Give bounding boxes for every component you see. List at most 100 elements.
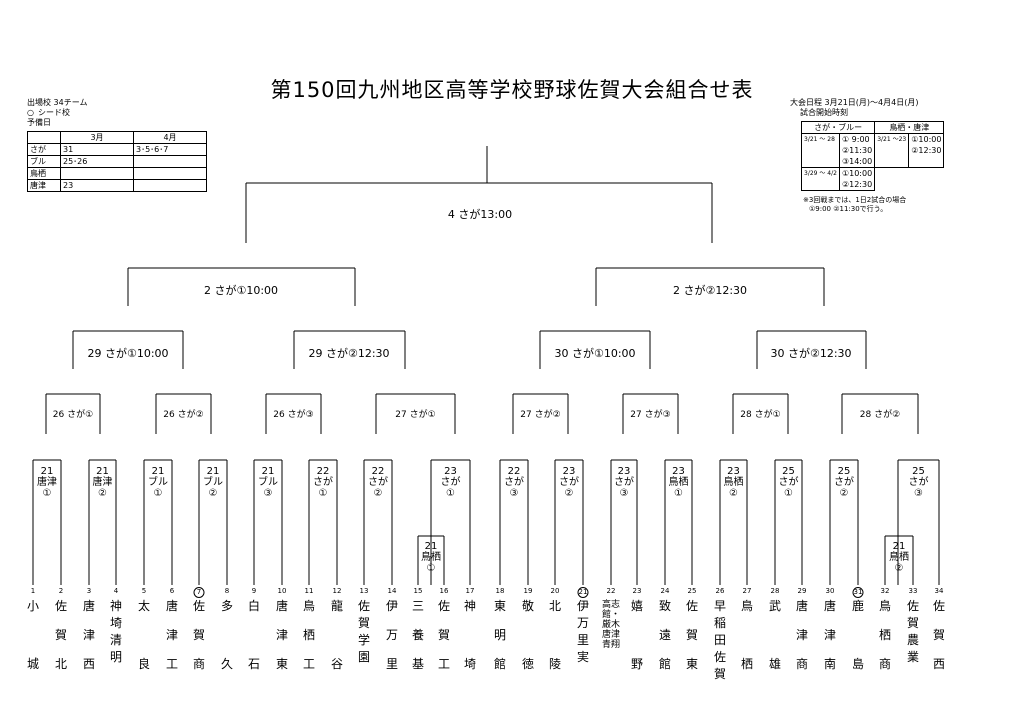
- cell: 唐津: [27, 179, 61, 192]
- team-number: 24: [660, 587, 670, 595]
- round2-label-part: 25: [837, 466, 851, 477]
- team-number: 8: [224, 587, 230, 595]
- quarter-label: 30 さが①10:00: [554, 347, 636, 360]
- team-name: 神埼: [463, 599, 476, 671]
- cell: [60, 167, 134, 180]
- cell: 4月: [133, 131, 207, 144]
- round1-label-part: 鳥栖: [421, 552, 441, 563]
- quarter-label: 29 さが②12:30: [308, 347, 390, 360]
- round2-label-part: 22: [371, 466, 385, 477]
- round2-label-part: ①: [674, 488, 683, 499]
- round2-label-part: さが: [908, 477, 929, 488]
- seed-team-number: 7: [193, 587, 205, 598]
- round2-label-part: 21: [261, 466, 275, 477]
- round2-label-part: 鳥栖: [723, 477, 744, 488]
- round2-label-part: 21: [206, 466, 220, 477]
- time: ③14:00: [841, 157, 873, 166]
- round2-label-part: 21: [96, 466, 109, 477]
- team-name: 多久: [220, 599, 233, 671]
- team-name: 嬉野: [630, 599, 643, 671]
- team-number: 6: [169, 587, 175, 595]
- round1-label-part: 鳥栖: [889, 552, 909, 563]
- team-name: 唐津東: [275, 599, 288, 671]
- team-number: 29: [797, 587, 807, 595]
- team-number: 32: [880, 587, 890, 595]
- header-cell: 鳥栖・唐津: [874, 121, 945, 134]
- cell: 23: [60, 179, 134, 192]
- team-number: 25: [687, 587, 697, 595]
- round2-label-part: ブル: [203, 477, 223, 488]
- round2-label-part: 22: [507, 466, 521, 477]
- team-name: 伊万里: [385, 599, 398, 671]
- round2-label-part: ①: [318, 488, 328, 499]
- round3-label: 26 さが②: [163, 410, 204, 420]
- round2-label-part: 鳥栖: [668, 477, 689, 488]
- times-cell: ① 9:00 ②11:30 ③14:00: [838, 133, 876, 168]
- round2-label-part: さが: [614, 477, 634, 488]
- team-number: 4: [113, 587, 119, 595]
- team-number: 26: [715, 587, 725, 595]
- cell: 3月: [60, 131, 134, 144]
- team-count: 出場校 34チーム: [27, 98, 88, 107]
- start-time-table: さが・ブルー 鳥栖・唐津 3/21 ～ 28 ① 9:00 ②11:30 ③14…: [800, 121, 945, 191]
- round2-label-part: 25: [782, 466, 795, 477]
- team-name: 鳥栖: [740, 599, 753, 671]
- team-number: 15: [413, 587, 423, 595]
- team-name: 佐賀学園: [357, 599, 370, 664]
- time: ②11:30: [841, 146, 873, 155]
- round2-label-part: ③: [914, 488, 923, 499]
- team-number: 22: [606, 587, 616, 595]
- final-label: 4 さが13:00: [447, 208, 513, 221]
- team-name: 唐津西: [82, 599, 95, 671]
- team-name: 神埼清明: [109, 599, 122, 664]
- quarter-label: 29 さが①10:00: [87, 347, 169, 360]
- cell: [133, 155, 207, 168]
- round1-label-part: 21: [424, 541, 438, 552]
- team-name: 唐津工: [165, 599, 178, 671]
- team-number: 27: [742, 587, 752, 595]
- team-name: 佐賀東: [685, 599, 698, 671]
- cell: 31: [60, 143, 134, 156]
- note-line: ①9:00 ②11:30で行う。: [809, 205, 888, 213]
- round2-label-part: ②: [729, 488, 738, 499]
- round2-label-part: 25: [912, 466, 925, 477]
- cell: [133, 179, 207, 192]
- schedule-dates: 大会日程 3月21日(月)～4月4日(月): [790, 98, 919, 107]
- cell: [27, 131, 61, 144]
- round2-label-part: 23: [672, 466, 685, 477]
- team-number: 20: [550, 587, 560, 595]
- round2-label-part: ブル: [148, 477, 168, 488]
- round2-label-part: ③: [263, 488, 273, 499]
- team-name: 太良: [137, 599, 150, 671]
- team-number: 17: [465, 587, 475, 595]
- cell: [133, 167, 207, 180]
- round2-label-part: 23: [727, 466, 740, 477]
- round2-label-part: 22: [316, 466, 330, 477]
- prelim-label: 予備日: [27, 118, 51, 127]
- round2-label-part: ①: [42, 488, 52, 499]
- team-name: 伊万里実: [576, 599, 589, 664]
- date-cell: 3/29 ～ 4/2: [801, 167, 840, 191]
- time: ① 9:00: [841, 135, 870, 144]
- time: ①10:00: [841, 169, 873, 178]
- times-cell: ①10:00 ②12:30: [908, 133, 945, 168]
- round2-label-part: 21: [151, 466, 165, 477]
- round1-label-part: ①: [426, 563, 436, 574]
- time-note: ※3回戦までは、1日2試合の場合 ①9:00 ②11:30で行う。: [803, 196, 906, 214]
- round2-label-part: ②: [564, 488, 574, 499]
- round3-label: 27 さが③: [630, 410, 671, 420]
- team-name: 致遠館: [658, 599, 671, 671]
- team-name: 東明館: [493, 599, 506, 671]
